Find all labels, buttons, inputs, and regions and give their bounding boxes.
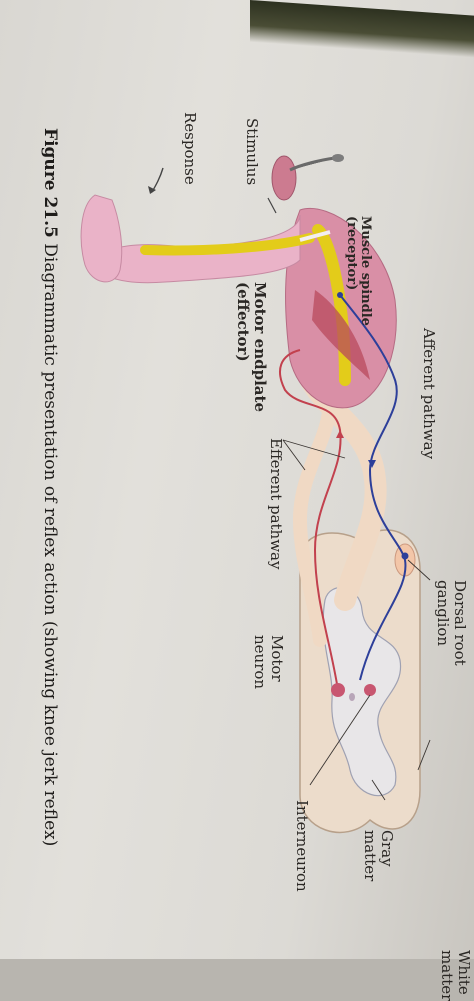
label-motor-endplate: Motor endplate (effector) [234, 282, 270, 412]
foot [80, 194, 123, 283]
response-arrow [151, 167, 164, 193]
label-efferent-pathway: Efferent pathway [267, 438, 285, 570]
efferent-nerve-line [279, 349, 342, 691]
central-canal [349, 693, 355, 701]
label-dorsal-root-line1: Dorsal root [451, 580, 469, 666]
reflex-arc-diagram [80, 154, 431, 834]
leg [80, 194, 397, 409]
patellar-tendon [299, 230, 331, 242]
label-motor-neuron: Motor neuron [251, 635, 287, 690]
label-leader-lines [282, 439, 431, 801]
quadriceps-muscle [312, 290, 370, 380]
label-motor-endplate-line1: Motor endplate [251, 282, 269, 412]
label-stimulus: Stimulus [243, 118, 261, 186]
interneuron-body [364, 684, 376, 696]
label-gray-matter-line1: Gray [378, 830, 396, 867]
label-response: Response [181, 112, 199, 185]
label-motor-endplate-line2: (effector) [234, 282, 253, 362]
label-dorsal-root-ganglion: Dorsal root ganglion [434, 580, 470, 666]
label-muscle-spindle-line1: Muscle spindle [358, 216, 373, 326]
label-muscle-spindle-line2: (receptor) [343, 216, 359, 291]
afferent-nerve-line [339, 294, 407, 681]
ganglion-cell-body [401, 552, 409, 560]
muscle-spindle-receptor [337, 292, 343, 298]
label-dorsal-root-line2: ganglion [434, 580, 453, 647]
figure-number: Figure 21.5 [40, 128, 60, 238]
label-motor-neuron-line2: neuron [251, 635, 270, 690]
label-white-matter-line2: matter [438, 950, 457, 1001]
figure-caption-text: Diagrammatic presentation of reflex acti… [40, 243, 60, 847]
gray-matter [322, 587, 402, 797]
label-white-matter-line1: White [455, 950, 473, 995]
spinal-cord-section [299, 529, 421, 834]
label-gray-matter: Gray matter [361, 830, 397, 882]
figure-caption: Figure 21.5 Diagrammatic presentation of… [40, 128, 60, 846]
label-afferent-pathway: Afferent pathway [420, 328, 438, 460]
label-interneuron: Interneuron [293, 800, 311, 892]
label-gray-matter-line2: matter [361, 830, 380, 882]
reflex-hammer [267, 154, 344, 214]
label-muscle-spindle: Muscle spindle (receptor) [343, 216, 373, 326]
label-motor-neuron-line1: Motor [268, 635, 286, 682]
motor-neuron-body [331, 683, 345, 697]
label-white-matter: White matter [438, 950, 474, 1001]
tibia [140, 233, 315, 256]
